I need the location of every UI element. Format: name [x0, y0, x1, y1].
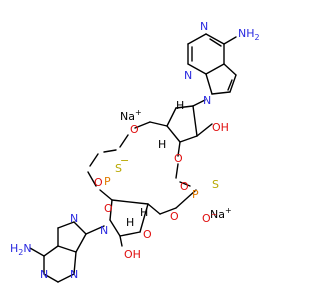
o-ring-left-label: O: [130, 123, 139, 136]
top-base-bonds: [187, 33, 237, 95]
n-top-2-label: N: [184, 69, 192, 82]
na-left-label: Na+: [120, 108, 142, 123]
o-ring-right-label: O: [180, 180, 189, 193]
n-bot-1-label: N: [100, 224, 108, 237]
n-bot-2-label: N: [70, 212, 78, 225]
h2n-bottom-label: H2N: [10, 242, 32, 257]
s-left-label: S: [115, 162, 122, 175]
n-bot-4-label: N: [70, 268, 78, 281]
structure-canvas: NH2 N N N OH H O H O Na+ Na+ S − O P O O…: [10, 20, 260, 283]
n-top-1-label: N: [200, 20, 208, 33]
h-stereo-1-label: H: [176, 99, 184, 112]
oh-right-label: OH: [212, 121, 229, 134]
p-right-label: P: [192, 188, 199, 201]
o-dbl-left-label: O: [94, 176, 103, 189]
na-right-label: Na+: [210, 206, 232, 221]
macrocycle-bonds: [87, 134, 197, 215]
bottom-base-bonds: [29, 221, 105, 283]
n-top-3-label: N: [203, 94, 211, 107]
o-bottom-right-label: O: [170, 210, 179, 223]
s-right-label: S: [212, 178, 219, 191]
bottom-ribose-bonds: [109, 199, 149, 247]
o-ring-center-label: O: [174, 152, 183, 165]
oh-bottom-label: OH: [124, 248, 141, 261]
molecule-structure: NH2 N N N OH H O H O Na+ Na+ S − O P O O…: [10, 20, 260, 283]
top-ribose-bonds: [134, 99, 213, 157]
h-stereo-2-label: H: [158, 138, 166, 151]
h-stereo-4-label: H: [140, 206, 148, 219]
nh2-top-label: NH2: [238, 27, 260, 42]
h-stereo-3-label: H: [126, 216, 134, 229]
n-bot-3-label: N: [40, 268, 48, 281]
p-left-label: P: [104, 175, 111, 188]
s-left-charge: −: [120, 154, 129, 167]
o-minus-right-label: O−: [202, 210, 217, 225]
o-bottom-left-label: O: [104, 202, 113, 215]
o-sugar-bottom-label: O: [143, 228, 152, 241]
